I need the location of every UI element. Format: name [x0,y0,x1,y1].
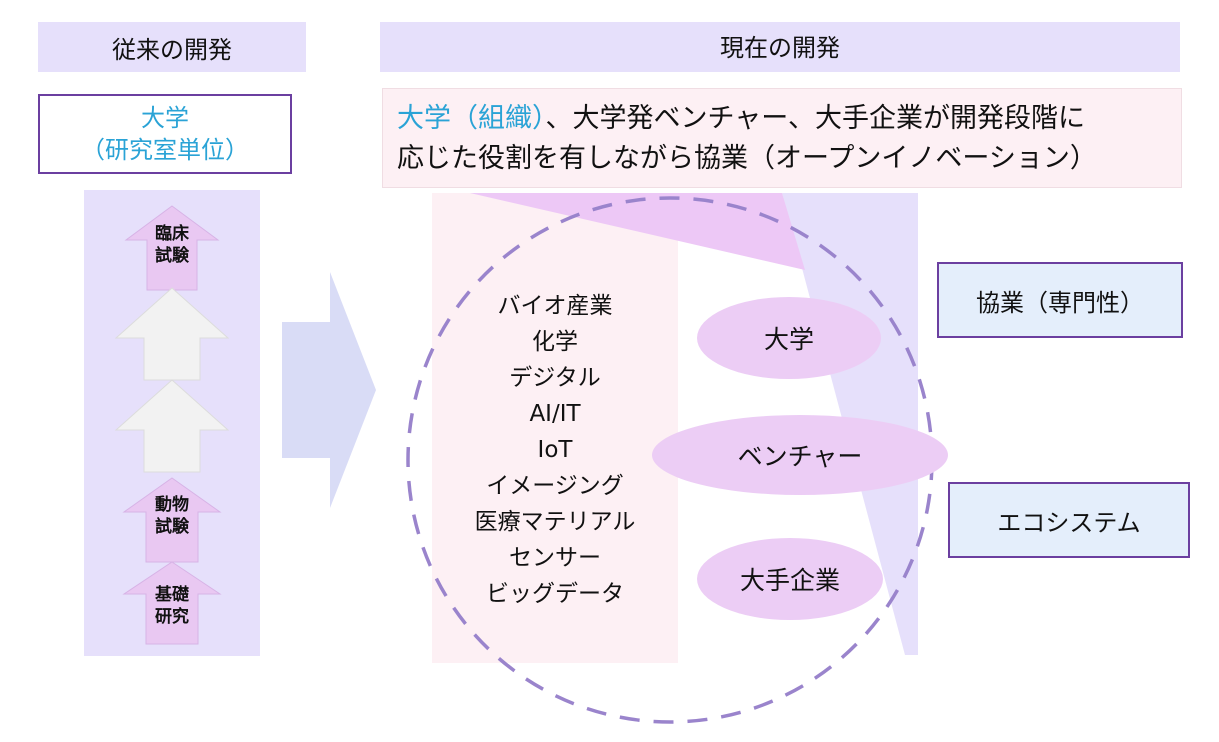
tech-item: イメージング [486,473,624,499]
venture-ellipse [652,415,948,495]
clinical-trial-line-2: 試験 [155,246,189,266]
animal-test-line-1: 動物 [155,495,189,515]
conventional-development-title: 従来の開発 [112,35,232,64]
basic-research-arrow [122,561,222,645]
description-line-1: 大学（組織）、大学発ベンチャー、大手企業が開発段階に [397,99,1181,139]
role-venture: ベンチャー [737,442,863,471]
animal-test-line-2: 試験 [155,517,189,537]
collaboration-label: 協業（専門性） [976,288,1144,317]
basic-research-label: 基礎 研究 [127,584,217,628]
university-lab-box: 大学 （研究室単位） [38,94,292,174]
current-development-title: 現在の開発 [720,34,840,62]
tech-item: バイオ産業 [497,293,613,319]
open-innovation-description: 大学（組織）、大学発ベンチャー、大手企業が開発段階に 応じた役割を有しながら協業… [382,88,1182,188]
large-company-ellipse [697,538,883,620]
basic-research-line-2: 研究 [155,607,189,627]
tech-item: IoT [537,437,573,463]
technology-field-list: バイオ産業 化学 デジタル AI/IT IoT イメージング 医療マテリアル セ… [432,288,678,612]
conventional-development-header: 従来の開発 [38,22,306,72]
tech-item: 化学 [532,329,578,355]
role-university: 大学 [763,325,814,354]
pink-wedge [470,193,805,270]
clinical-trial-line-1: 臨床 [155,224,189,244]
current-development-header: 現在の開発 [380,22,1180,72]
stage-arrows [114,205,230,645]
tech-item: センサー [509,545,601,571]
university-label: 大学 [141,104,189,132]
tech-field-panel [432,193,678,663]
tech-item: デジタル [509,365,601,391]
basic-research-line-1: 基礎 [155,585,189,605]
clinical-trial-label: 臨床 試験 [127,223,217,267]
university-ellipse [697,297,881,379]
role-large-company: 大手企業 [739,566,840,595]
lab-unit-label: （研究室単位） [81,136,249,164]
ecosystem-box: エコシステム [948,482,1190,558]
collaboration-expertise-box: 協業（専門性） [937,262,1183,338]
transition-arrow [282,272,376,508]
description-highlight: 大学（組織） [397,103,546,134]
description-line-2: 応じた役割を有しながら協業（オープンイノベーション） [397,143,1097,174]
animal-test-label: 動物 試験 [127,494,217,538]
tech-item: ビッグデータ [486,581,624,607]
tech-item: 医療マテリアル [474,509,636,535]
ecosystem-label: エコシステム [997,508,1141,537]
description-line-1-rest: 、大学発ベンチャー、大手企業が開発段階に [545,103,1085,134]
tech-item: AI/IT [529,401,581,427]
intermediate-arrow-2 [114,379,230,473]
